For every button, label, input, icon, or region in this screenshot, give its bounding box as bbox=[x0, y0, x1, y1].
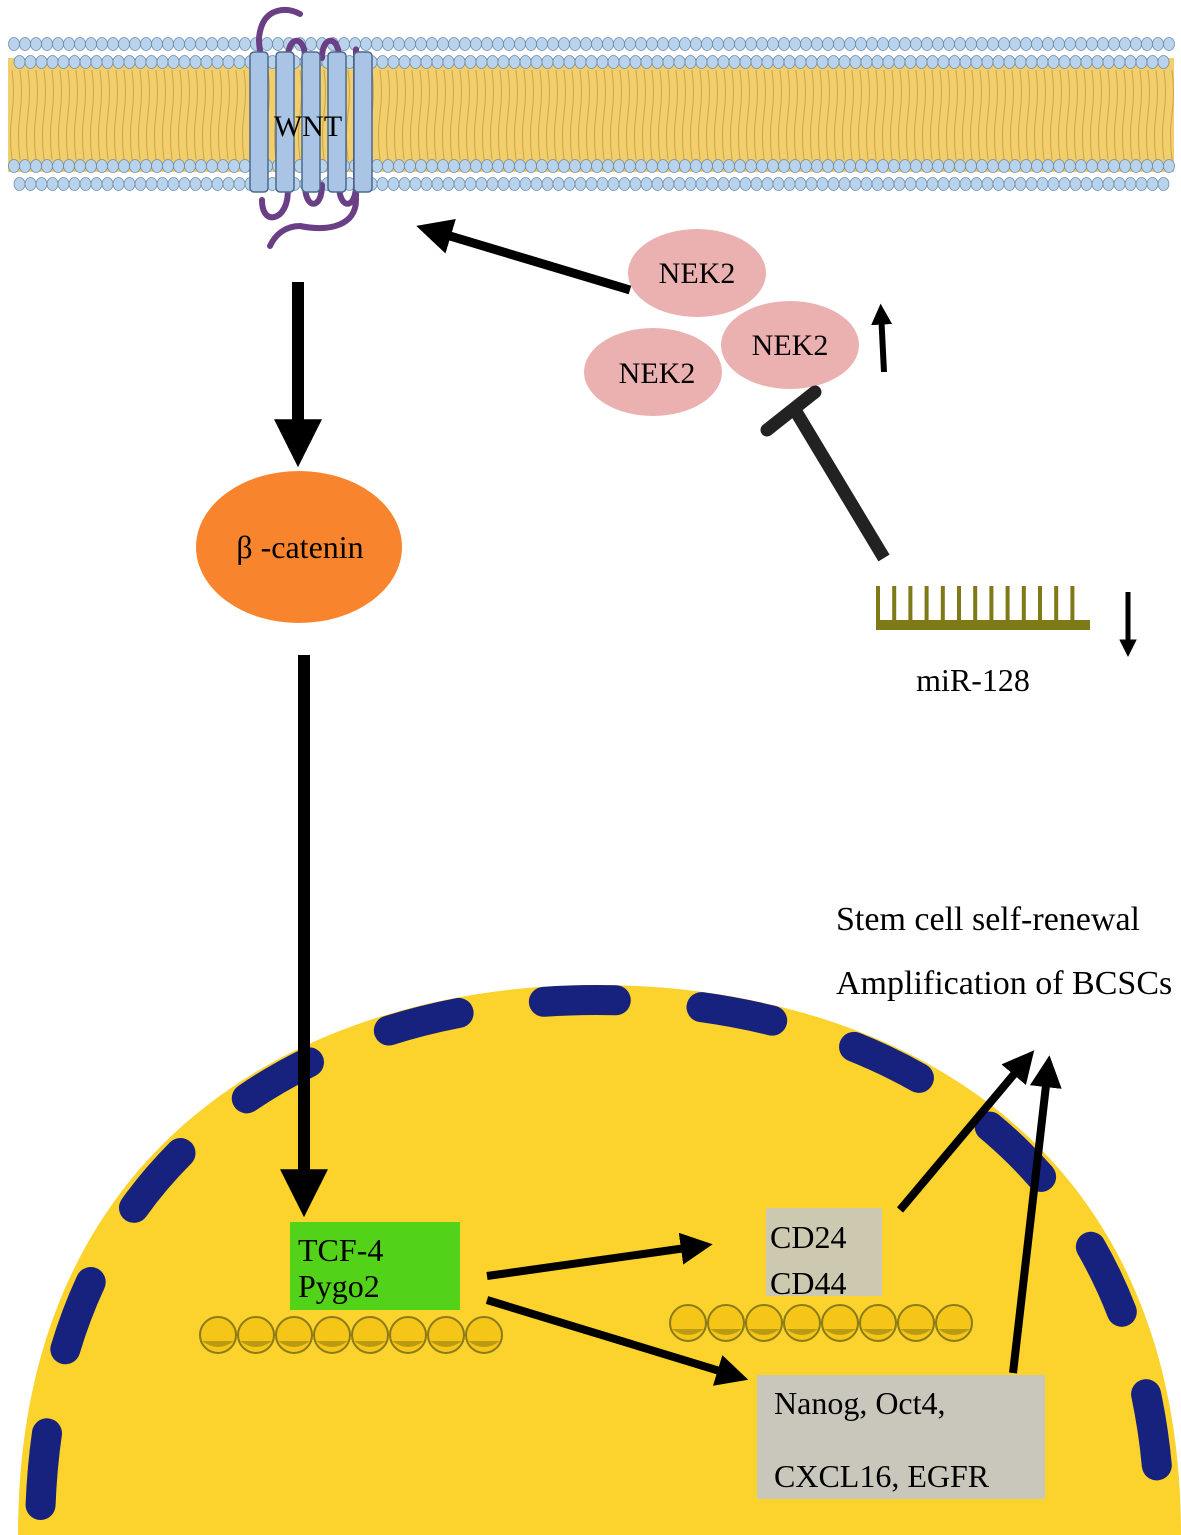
mir128-strand bbox=[876, 586, 1090, 630]
tcf4-pygo2-complex: TCF-4 Pygo2 bbox=[290, 1222, 460, 1310]
cell-membrane bbox=[8, 37, 1175, 191]
amplification-of-bcscs: Amplification of BCSCs bbox=[836, 965, 1172, 1002]
mir128-label: miR-128 bbox=[916, 662, 1030, 698]
arrow-nek2-to-wnt bbox=[416, 218, 632, 295]
arrow-tcf4-to-nanog bbox=[485, 1296, 749, 1386]
pygo2-label: Pygo2 bbox=[298, 1268, 380, 1304]
nek2-label-right: NEK2 bbox=[752, 329, 829, 362]
cxcl16-egfr-label: CXCL16, EGFR bbox=[774, 1458, 990, 1494]
dna-strand-tcf4 bbox=[199, 1316, 503, 1354]
cd-box bbox=[766, 1208, 882, 1296]
nek2-upregulated-arrow bbox=[871, 303, 893, 373]
receptor-helices bbox=[249, 51, 373, 193]
arrow-tcf4-to-cd24 bbox=[486, 1232, 713, 1280]
nek2-ellipse-left bbox=[584, 328, 722, 416]
beta-catenin-label: β -catenin bbox=[236, 529, 363, 565]
nek2-ellipse-top bbox=[628, 229, 766, 317]
nek2-cluster: NEK2 NEK2 NEK2 bbox=[584, 229, 859, 416]
inhibition-stem bbox=[789, 406, 890, 562]
beta-catenin: β -catenin bbox=[196, 471, 402, 623]
inhibition-bar bbox=[760, 385, 822, 437]
nek2-ellipse-right bbox=[721, 301, 859, 389]
membrane-heads-outer-leaflet bbox=[8, 37, 1175, 69]
receptor-loop-strand bbox=[256, 7, 360, 249]
tcf4-box bbox=[290, 1222, 460, 1310]
membrane-heads-inner-leaflet bbox=[8, 159, 1175, 191]
stem-cell-self-renewal: Stem cell self-renewal bbox=[836, 901, 1140, 938]
outcome-text: Stem cell self-renewal Amplification of … bbox=[836, 901, 1172, 1002]
arrow-cd24-to-outcome bbox=[896, 1050, 1035, 1213]
nek2-label-top: NEK2 bbox=[659, 257, 736, 290]
wnt-label: WNT bbox=[274, 110, 342, 143]
tcf4-label: TCF-4 bbox=[298, 1232, 383, 1268]
mir128-inhibition bbox=[760, 385, 890, 562]
beta-catenin-ellipse bbox=[196, 471, 402, 623]
wnt-receptor: WNT bbox=[249, 7, 373, 249]
nanog-box-bg bbox=[757, 1375, 1045, 1499]
mir128: miR-128 bbox=[876, 586, 1090, 698]
nek2-label-left: NEK2 bbox=[619, 357, 696, 390]
cd24-label: CD24 bbox=[770, 1219, 846, 1255]
nanog-box: Nanog, Oct4, CXCL16, EGFR bbox=[757, 1375, 1045, 1499]
membrane-tail-band bbox=[8, 58, 1174, 172]
dna-strand-cd24 bbox=[669, 1304, 973, 1342]
nanog-oct4-label: Nanog, Oct4, bbox=[774, 1385, 946, 1421]
arrow-nanog-to-outcome bbox=[1009, 1055, 1062, 1374]
cd44-label: CD44 bbox=[770, 1265, 846, 1301]
cd24-cd44-box: CD24 CD44 bbox=[766, 1208, 882, 1301]
nuclear-envelope bbox=[25, 984, 1175, 1535]
